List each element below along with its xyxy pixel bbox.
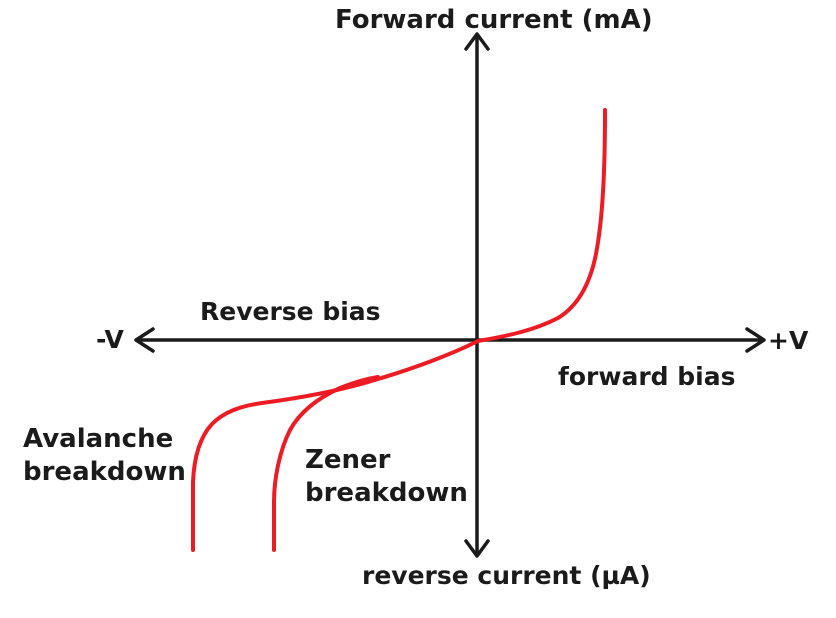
zener-breakdown-label-line2: breakdown — [305, 477, 468, 508]
axis-arrow-up-icon — [464, 32, 490, 51]
avalanche-breakdown-label: Avalanche breakdown — [23, 423, 186, 489]
positive-voltage-label: +V — [768, 326, 809, 355]
zener-breakdown-label: Zener breakdown — [305, 444, 468, 510]
avalanche-breakdown-label-line2: breakdown — [23, 456, 186, 487]
axis-arrow-left-icon — [134, 327, 155, 353]
reverse-current-axis-label: reverse current (µA) — [362, 561, 651, 590]
axis-arrow-right-icon — [745, 327, 766, 353]
forward-current-axis-label: Forward current (mA) — [335, 5, 653, 35]
forward-bias-label: forward bias — [558, 362, 736, 391]
main-characteristic-curve — [191, 108, 607, 552]
zener-breakdown-label-line1: Zener — [305, 445, 391, 475]
negative-voltage-label: -V — [96, 325, 124, 354]
avalanche-breakdown-label-line1: Avalanche — [23, 424, 174, 454]
axis-arrow-down-icon — [464, 539, 490, 558]
zener-branch-curve — [272, 375, 380, 552]
reverse-bias-label: Reverse bias — [200, 297, 381, 326]
